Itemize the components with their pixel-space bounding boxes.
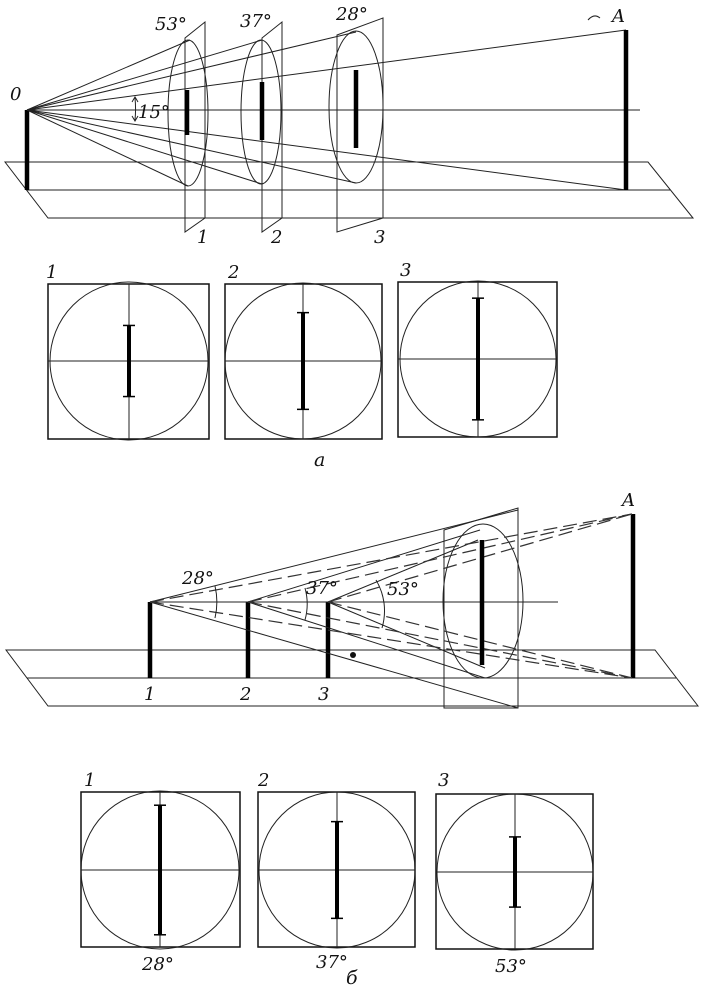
elevation-angle-arc <box>134 97 137 121</box>
label-point-3: 3 <box>318 684 329 705</box>
svg-text:2: 2 <box>257 770 269 791</box>
view-panel-a3: 3 <box>397 260 558 438</box>
view-panel-b2: 2 37° <box>257 770 416 973</box>
part-b-scene: A 28° 37° 53° 1 <box>5 490 700 709</box>
picture-plane-3 <box>336 17 384 233</box>
ground-plane-b <box>5 649 700 707</box>
part-a-views: 1 2 3 а <box>46 260 558 471</box>
view-object <box>331 820 343 920</box>
view-object <box>123 324 135 398</box>
label-target-a: A <box>610 6 625 27</box>
view-panel-b3: 3 53° <box>435 770 594 977</box>
label-observer-0: 0 <box>10 84 21 105</box>
svg-text:3: 3 <box>438 770 449 791</box>
dashed-sight-lines-b <box>149 513 633 679</box>
view-panel-b1: 1 28° <box>80 770 241 975</box>
angle-arc-28 <box>214 585 218 619</box>
view-panel-a1: 1 <box>46 262 210 441</box>
part-b-views: 1 28° 2 37° 3 53° б <box>80 770 594 988</box>
label-plane-2: 2 <box>270 227 282 248</box>
view-object <box>154 804 166 936</box>
view-object <box>509 836 521 908</box>
label-target-b: A <box>620 490 635 511</box>
label-angle-37: 37° <box>240 11 272 32</box>
label-plane-1: 1 <box>197 227 208 248</box>
svg-text:2: 2 <box>227 262 239 283</box>
label-angle-37-b: 37° <box>306 578 338 599</box>
sight-lines-b <box>149 509 519 709</box>
label-point-2: 2 <box>239 684 251 705</box>
ground-plane-a <box>3 161 695 219</box>
angle-arc-37 <box>304 587 308 621</box>
label-point-1: 1 <box>144 684 155 705</box>
part-a-scene: 0 A 15° 53° 37° 28° 1 2 3 <box>3 4 695 248</box>
label-elevation-angle: 15° <box>138 102 170 123</box>
svg-text:3: 3 <box>400 260 411 281</box>
svg-text:53°: 53° <box>495 956 527 977</box>
view-object <box>297 311 309 411</box>
label-angle-53-b: 53° <box>387 579 419 600</box>
sight-lines-a <box>26 29 640 191</box>
label-angle-53: 53° <box>155 14 187 35</box>
svg-text:1: 1 <box>84 770 95 791</box>
view-panel-a2: 2 <box>224 262 383 440</box>
svg-text:28°: 28° <box>141 954 174 975</box>
cone-section-b <box>442 523 524 679</box>
view-object <box>472 297 484 421</box>
caption-a: а <box>314 449 325 471</box>
caption-b: б <box>346 967 358 988</box>
angle-arc-53 <box>375 579 386 629</box>
label-angle-28: 28° <box>335 4 368 25</box>
label-angle-28-b: 28° <box>181 568 214 589</box>
label-plane-3: 3 <box>374 227 385 248</box>
picture-plane-1 <box>184 20 206 233</box>
picture-plane-2 <box>261 20 283 233</box>
svg-text:1: 1 <box>46 262 57 283</box>
svg-text:37°: 37° <box>316 952 348 973</box>
ink-dot <box>350 652 356 658</box>
target-mark <box>587 15 601 21</box>
